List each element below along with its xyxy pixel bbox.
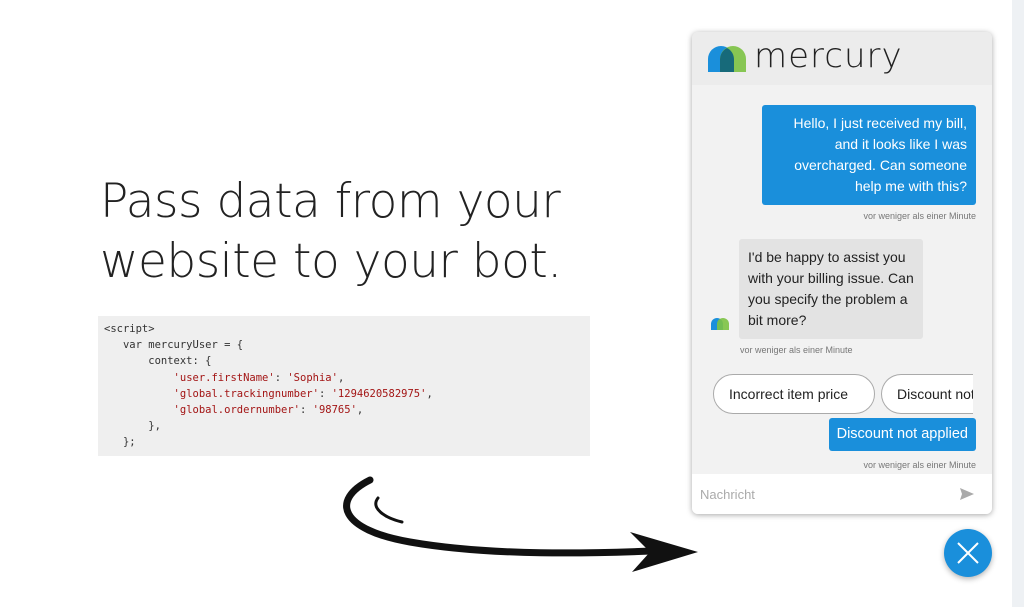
headline-line: website to your bot.	[100, 234, 562, 289]
message-timestamp: vor weniger als einer Minute	[740, 345, 853, 355]
headline-line: Pass data from your	[100, 174, 561, 229]
user-message: Hello, I just received my bill, and it l…	[762, 105, 976, 205]
message-input[interactable]: Nachricht	[692, 474, 992, 514]
code-line: };	[104, 436, 136, 449]
bot-avatar-icon	[711, 318, 729, 330]
chat-header: mercury	[692, 32, 992, 85]
user-message: Discount not applied	[828, 418, 976, 451]
bot-message: I'd be happy to assist you with your bil…	[739, 239, 923, 339]
close-icon	[957, 542, 979, 564]
headline: Pass data from your website to your bot.	[100, 172, 562, 292]
code-line: var mercuryUser = {	[104, 339, 244, 352]
curved-arrow-icon	[343, 476, 698, 572]
chat-widget: mercury Hello, I just received my bill, …	[692, 32, 992, 514]
code-snippet: <script> var mercuryUser = { context: { …	[98, 316, 590, 456]
mercury-logo-icon	[708, 45, 746, 72]
quick-reply-button[interactable]: Discount not applied	[881, 374, 973, 414]
send-icon[interactable]	[960, 488, 974, 500]
code-line: 'user.firstName': 'Sophia',	[173, 371, 345, 384]
code-line: },	[104, 420, 161, 433]
code-line: <script>	[104, 323, 155, 335]
page-edge	[1012, 0, 1024, 607]
code-value: '1294620582975'	[331, 387, 427, 400]
message-timestamp: vor weniger als einer Minute	[863, 211, 976, 221]
brand-name: mercury	[754, 35, 903, 76]
quick-reply-button[interactable]: Incorrect item price	[713, 374, 875, 414]
message-input-placeholder: Nachricht	[700, 486, 755, 502]
code-value: 'Sophia'	[287, 371, 338, 384]
message-timestamp: vor weniger als einer Minute	[863, 460, 976, 470]
code-line: context: {	[104, 355, 212, 368]
code-key: 'global.ordernumber'	[173, 404, 300, 417]
code-key: 'user.firstName'	[173, 371, 275, 384]
close-chat-button[interactable]	[944, 529, 992, 577]
code-value: '98765'	[312, 404, 357, 417]
code-line: 'global.ordernumber': '98765',	[173, 404, 364, 417]
code-key: 'global.trackingnumber'	[173, 387, 319, 400]
code-line: 'global.trackingnumber': '1294620582975'…	[173, 387, 433, 400]
